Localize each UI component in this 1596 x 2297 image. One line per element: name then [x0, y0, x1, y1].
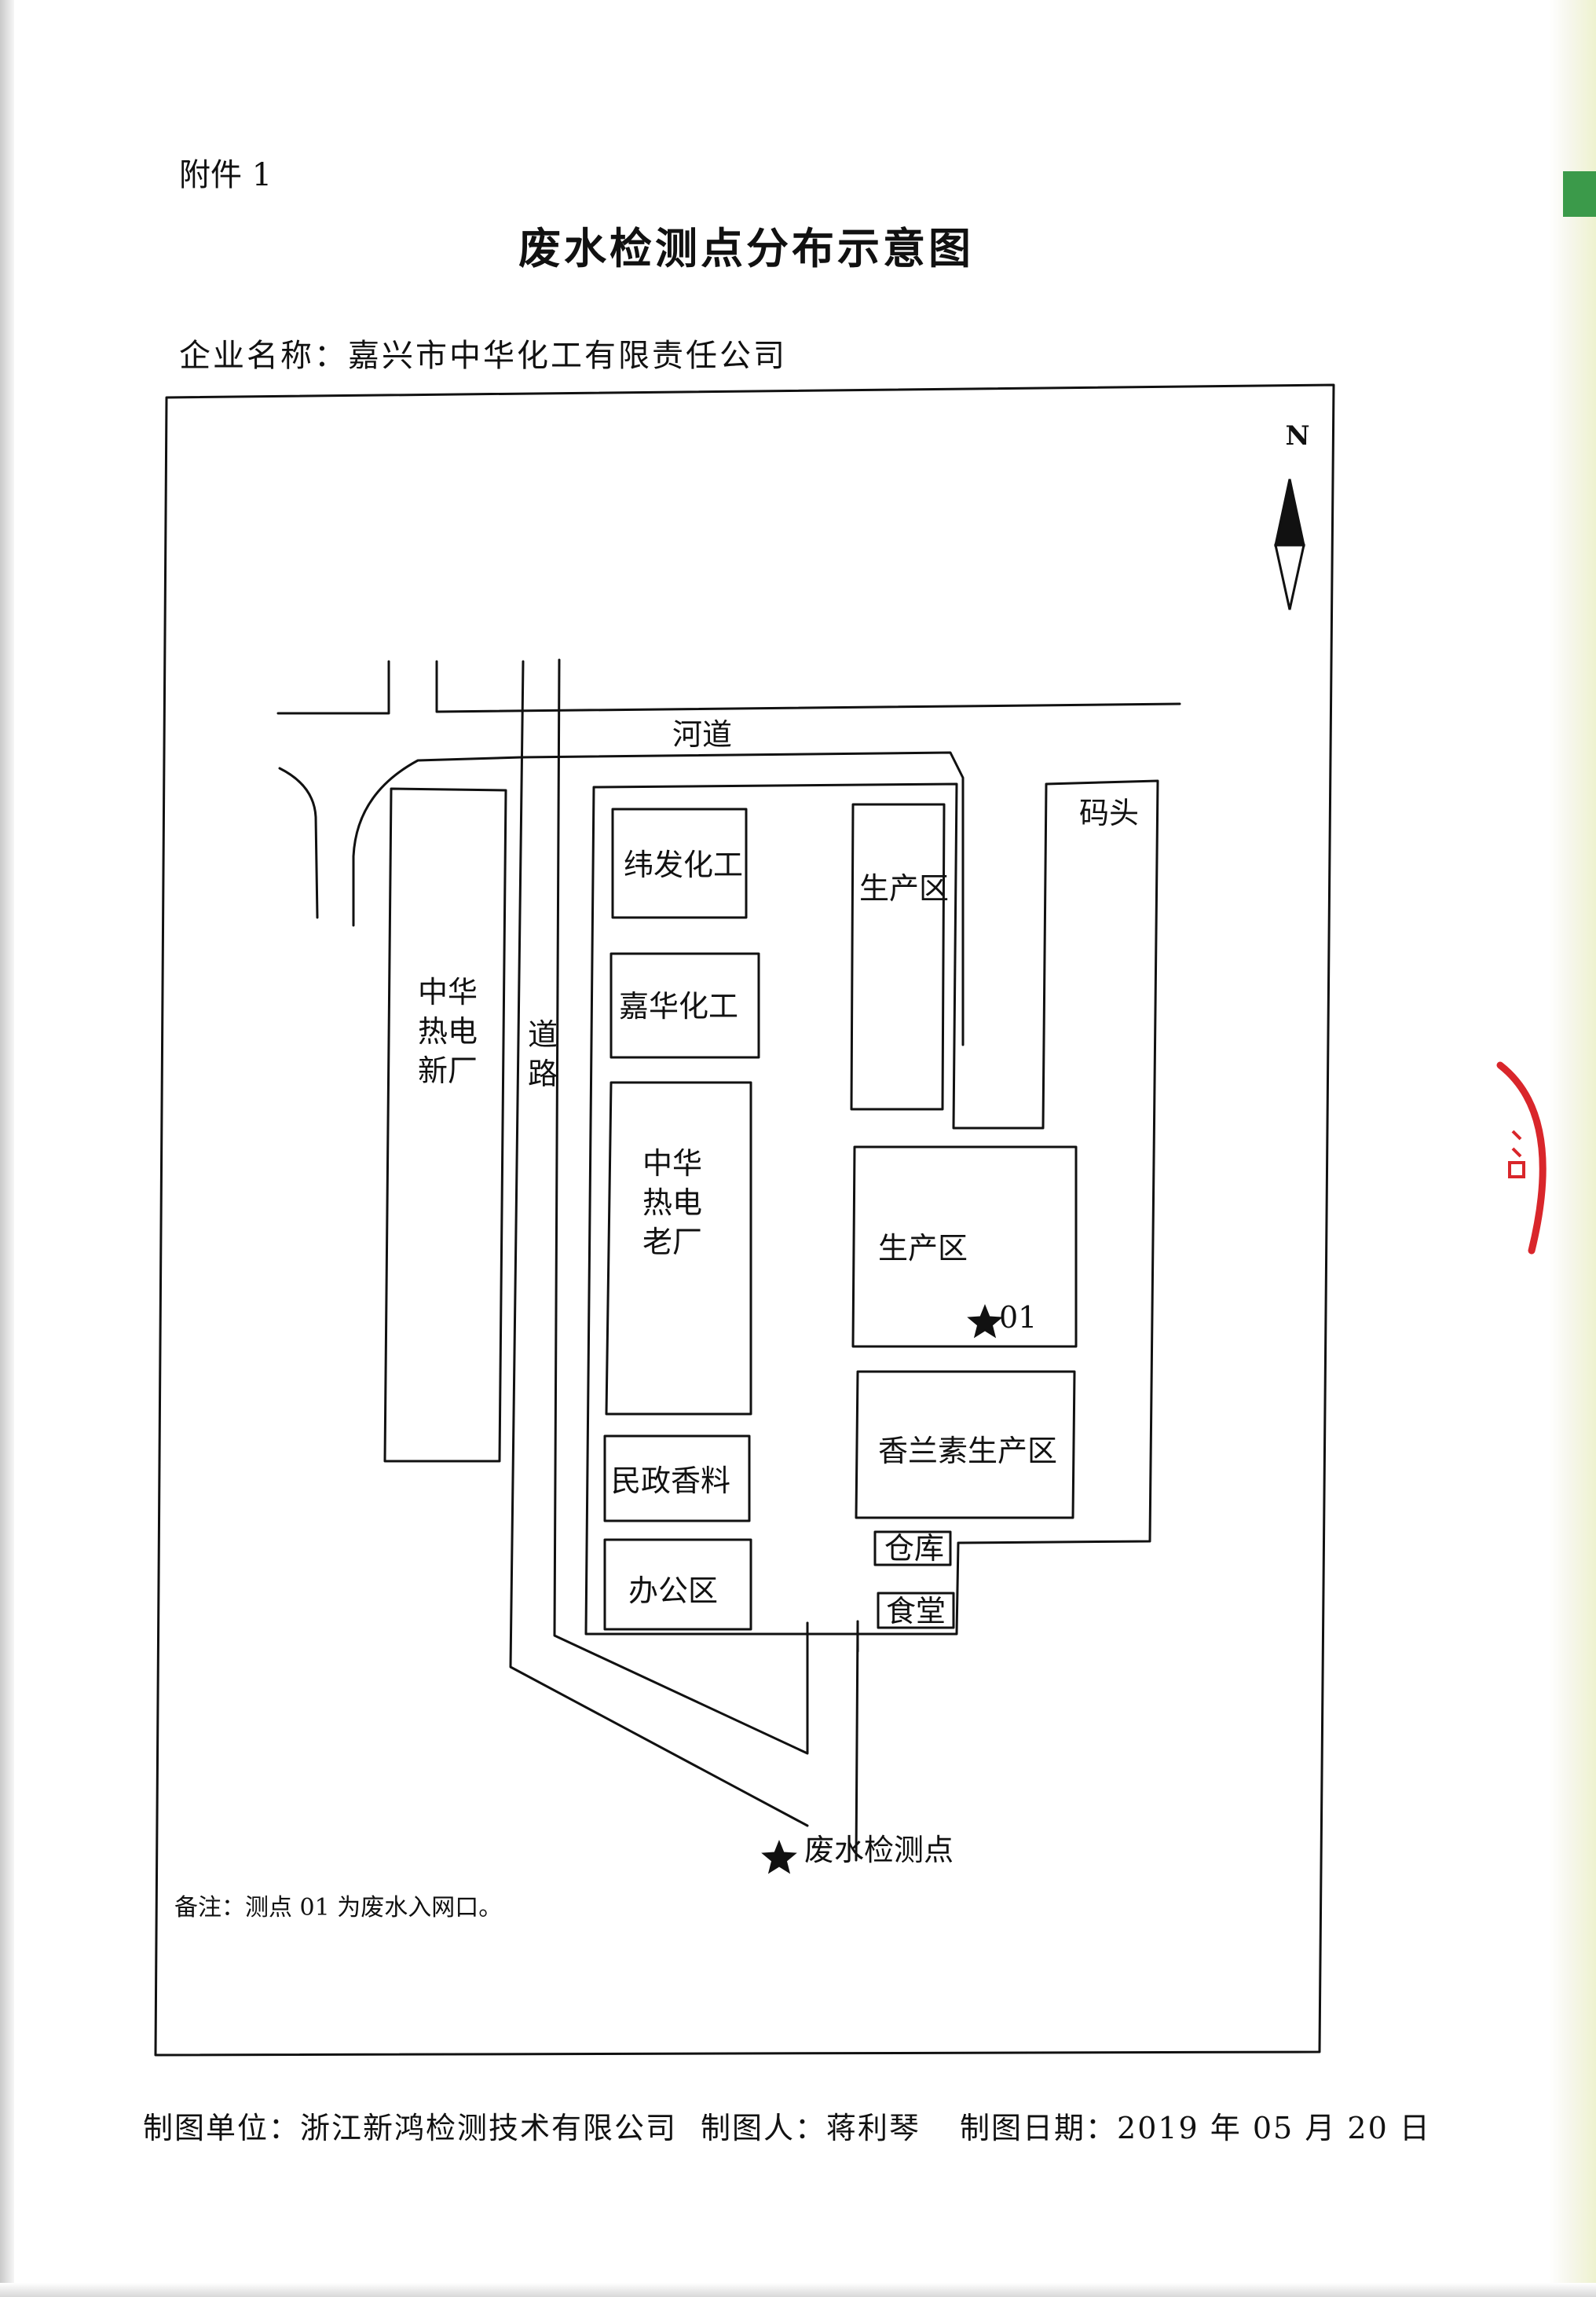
footer-author: 制图人：蒋利琴	[701, 2104, 921, 2147]
footer-unit: 制图单位：浙江新鸿检测技术有限公司	[143, 2104, 677, 2147]
weifa-label: 纬发化工	[624, 848, 743, 882]
river-south-bank	[520, 751, 965, 1046]
weifa-block	[611, 808, 748, 919]
road-label-2: 路	[528, 1057, 558, 1091]
west-canal-inner	[352, 756, 523, 927]
minzheng-label: 民政香料	[611, 1464, 730, 1498]
office-label: 办公区	[628, 1573, 718, 1608]
legend-star-icon	[761, 1840, 797, 1874]
road-west-edge	[509, 660, 809, 1827]
legend-label: 废水检测点	[804, 1833, 954, 1867]
footer-author-value: 蒋利琴	[826, 2111, 921, 2145]
paper-edge-left	[0, 0, 14, 2297]
vanillin-label: 香兰素生产区	[878, 1434, 1057, 1468]
footer-date: 制图日期：2019 年 05 月 20 日	[960, 2104, 1431, 2147]
new-plant-label-3: 新厂	[418, 1053, 478, 1088]
canteen-block	[877, 1592, 955, 1629]
production-mid-label: 生产区	[878, 1231, 968, 1266]
company-name: 嘉兴市中华化工有限责任公司	[348, 338, 787, 374]
warehouse-block	[873, 1530, 952, 1566]
office-block	[603, 1538, 752, 1631]
map-frame	[154, 383, 1335, 2057]
footer-date-label: 制图日期：	[960, 2111, 1118, 2145]
jiahua-label: 嘉华化工	[619, 989, 738, 1024]
minzheng-block	[603, 1434, 751, 1522]
canteen-label: 食堂	[886, 1594, 946, 1628]
road-label-1: 道	[528, 1017, 558, 1052]
point-01-label: 01	[999, 1300, 1037, 1335]
north-label: N	[1285, 420, 1309, 452]
production-north-block	[850, 803, 946, 1111]
production-north-label: 生产区	[859, 871, 949, 906]
point-01-star-icon	[967, 1304, 1003, 1339]
page-title: 废水检测点分布示意图	[518, 223, 974, 273]
map-note: 备注：测点 01 为废水入网口。	[174, 1894, 502, 1921]
production-mid-block	[851, 1145, 1078, 1348]
new-plant-label-2: 热电	[418, 1014, 478, 1049]
index-tab	[1563, 171, 1596, 217]
warehouse-label: 仓库	[884, 1531, 944, 1566]
old-plant-label-2: 热电	[642, 1185, 702, 1220]
river-north-bank-left	[276, 660, 390, 715]
seal-stamp	[1496, 1061, 1547, 1255]
company-label: 企业名称：	[179, 338, 348, 374]
north-arrow: N	[1274, 420, 1310, 610]
north-arrow-tail	[1274, 544, 1305, 610]
north-arrow-head	[1274, 478, 1305, 547]
old-plant-block	[605, 1081, 752, 1416]
old-plant-label-3: 老厂	[642, 1225, 702, 1259]
west-canal-outer	[278, 767, 319, 919]
footer-date-value: 2019 年 05 月 20 日	[1117, 2111, 1431, 2145]
footer-unit-value: 浙江新鸿检测技术有限公司	[300, 2111, 678, 2145]
river-label: 河道	[672, 717, 732, 752]
new-plant-block	[383, 787, 507, 1463]
vanillin-block	[855, 1370, 1076, 1519]
new-plant-label-1: 中华	[418, 975, 478, 1009]
footer-author-label: 制图人：	[701, 2111, 827, 2145]
jiahua-block	[609, 952, 760, 1059]
river-north-bank-right	[435, 660, 1181, 713]
attachment-label: 附件 1	[179, 157, 273, 193]
road-east-edge	[553, 658, 809, 1755]
company-row: 企业名称：嘉兴市中华化工有限责任公司	[179, 330, 787, 376]
paper-edge-right	[1549, 0, 1596, 2297]
plant-outline	[584, 779, 1159, 1636]
paper-shadow	[0, 2283, 1596, 2297]
dock-label: 码头	[1079, 796, 1139, 830]
old-plant-label-1: 中华	[642, 1146, 702, 1181]
footer-unit-label: 制图单位：	[143, 2111, 301, 2145]
road-south-spur	[855, 1620, 859, 1862]
